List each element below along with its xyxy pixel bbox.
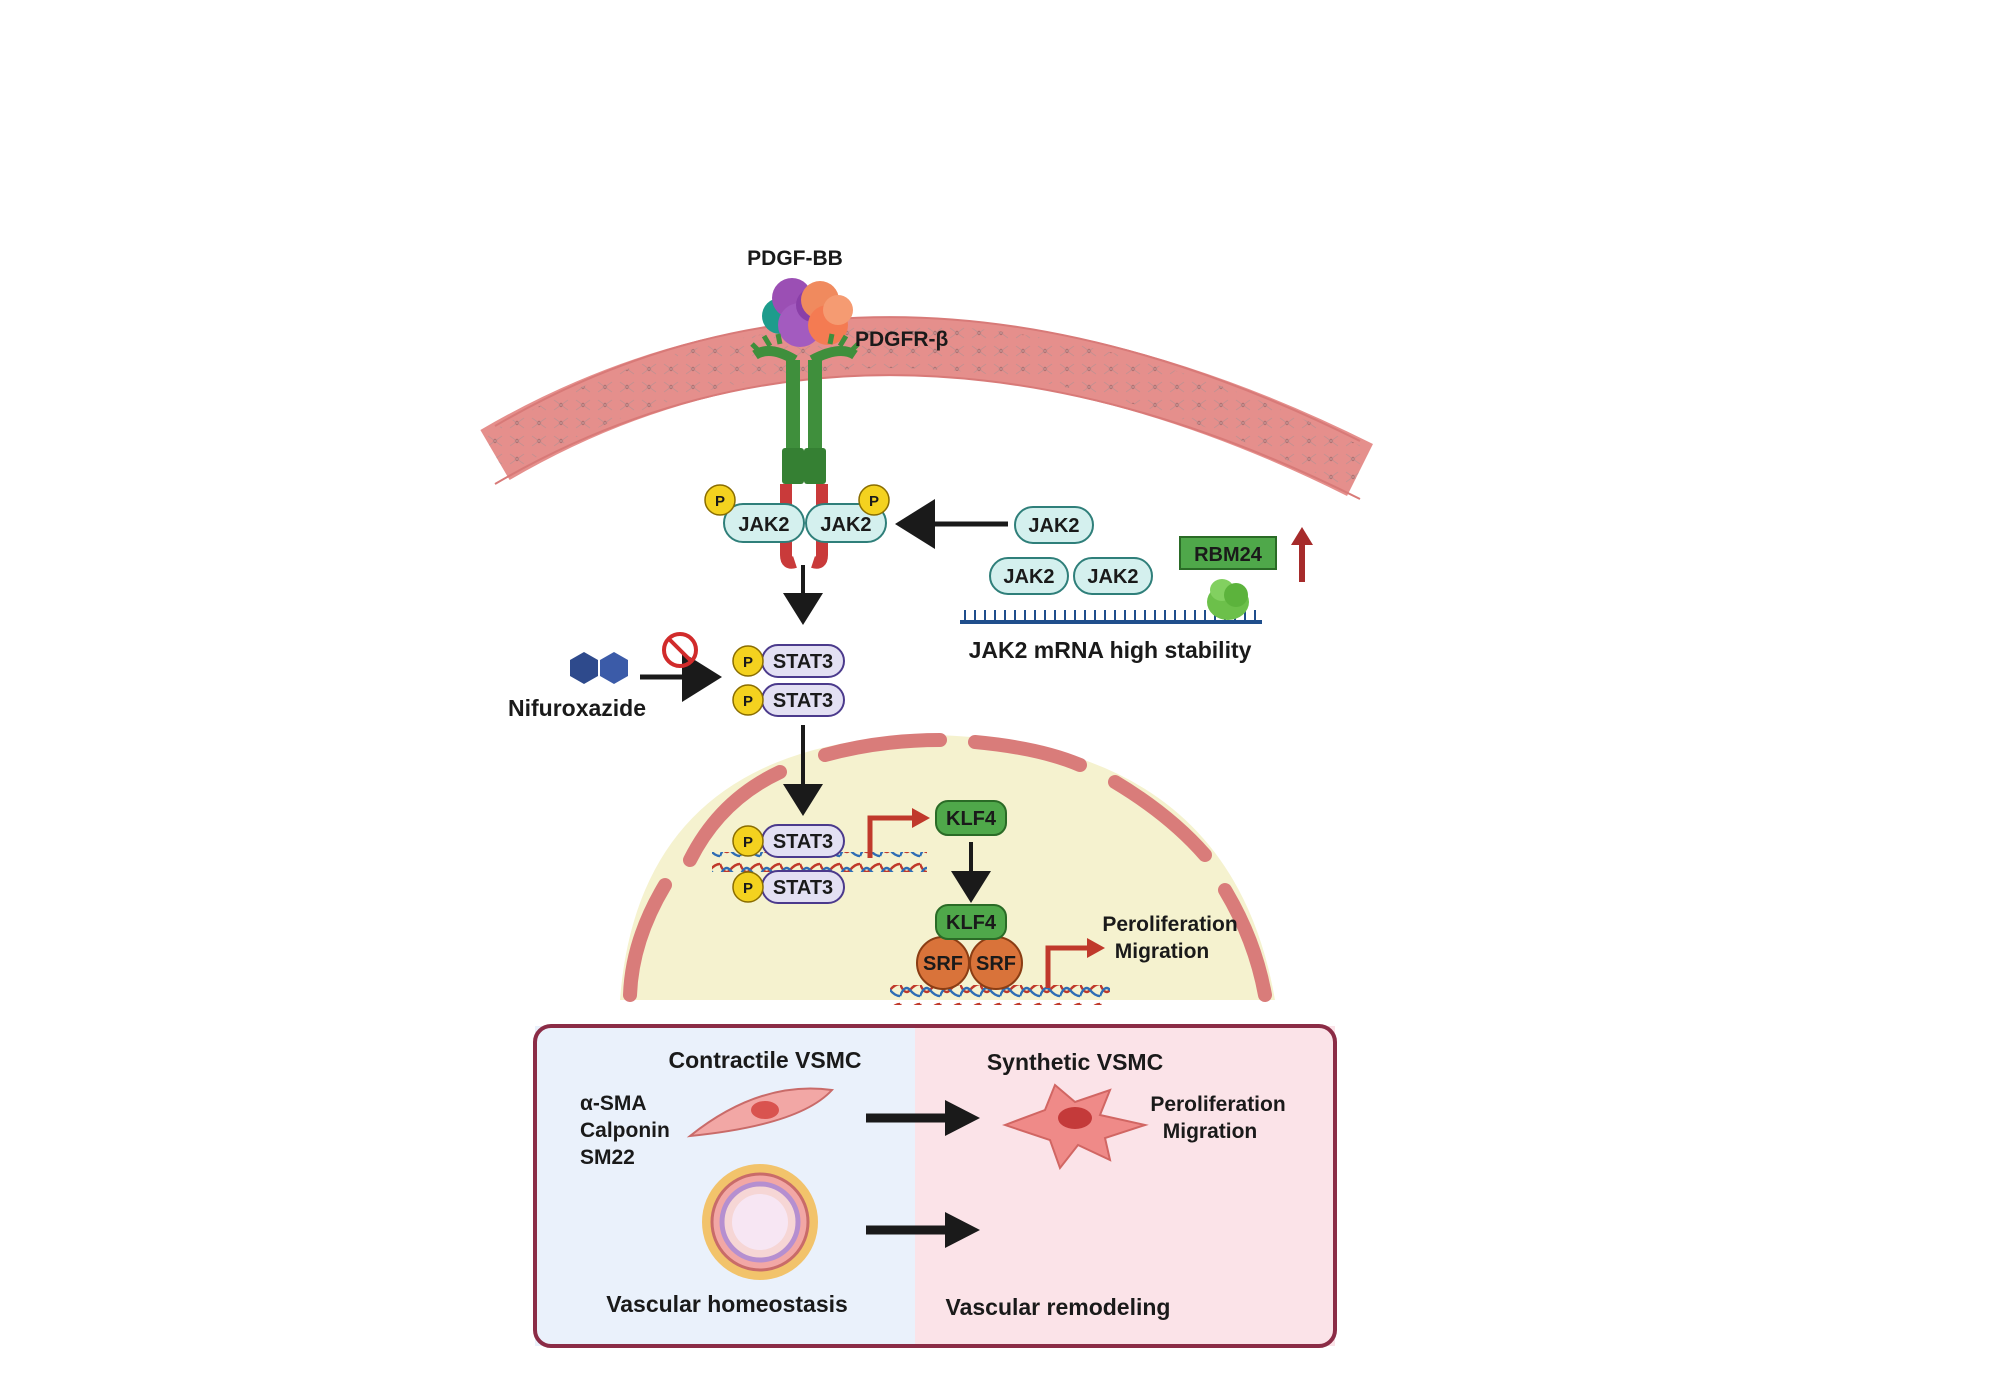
synthetic-title: Synthetic VSMC bbox=[987, 1049, 1163, 1075]
srf-left: SRF bbox=[916, 936, 970, 990]
svg-text:P: P bbox=[743, 693, 753, 710]
homeostasis-caption: Vascular homeostasis bbox=[606, 1291, 848, 1317]
jak2-free-3: JAK2 bbox=[1073, 557, 1153, 595]
svg-text:STAT3: STAT3 bbox=[773, 690, 833, 712]
svg-text:P: P bbox=[743, 654, 753, 671]
synthetic-outcome-line2: Migration bbox=[1163, 1120, 1258, 1143]
svg-text:STAT3: STAT3 bbox=[773, 831, 833, 853]
phospho-stat3-cyto-2: P bbox=[732, 684, 764, 716]
contractile-title: Contractile VSMC bbox=[669, 1047, 862, 1073]
svg-text:KLF4: KLF4 bbox=[946, 808, 997, 830]
pdgf-bb-ligand: PDGF-BB bbox=[747, 247, 853, 347]
rbm24-protein bbox=[1207, 579, 1249, 620]
synthetic-cell-icon bbox=[1002, 1083, 1149, 1171]
nucleus-outcome-line1: Peroliferation bbox=[1102, 913, 1237, 936]
bent-arrow-outcome-icon bbox=[1045, 938, 1105, 988]
nucleus-outcome-line2: Migration bbox=[1115, 940, 1210, 963]
svg-text:KLF4: KLF4 bbox=[946, 912, 997, 934]
vessel-cross-section-icon bbox=[702, 1164, 818, 1280]
svg-text:P: P bbox=[869, 493, 879, 510]
synthetic-outcome-line1: Peroliferation bbox=[1150, 1093, 1285, 1116]
remodeling-caption: Vascular remodeling bbox=[946, 1294, 1171, 1320]
phospho-stat3-nuc-2: P bbox=[732, 871, 764, 903]
mrna-label: JAK2 mRNA high stability bbox=[969, 637, 1252, 663]
svg-text:JAK2: JAK2 bbox=[1028, 515, 1079, 537]
stat3-nuc-2: STAT3 bbox=[761, 870, 845, 904]
svg-text:STAT3: STAT3 bbox=[773, 651, 833, 673]
marker-calponin: Calponin bbox=[580, 1119, 670, 1142]
klf4-product: KLF4 bbox=[935, 800, 1007, 836]
jak2-receptor-left: JAK2 bbox=[723, 503, 805, 543]
svg-text:JAK2: JAK2 bbox=[1087, 566, 1138, 588]
jak2-receptor-right: JAK2 bbox=[805, 503, 887, 543]
svg-text:SRF: SRF bbox=[923, 953, 963, 975]
rbm24-label-box: RBM24 bbox=[1179, 536, 1277, 570]
marker-sm22: SM22 bbox=[580, 1146, 635, 1169]
contractile-cell-icon bbox=[686, 1087, 835, 1138]
phospho-stat3-cyto-1: P bbox=[732, 645, 764, 677]
srf-right: SRF bbox=[969, 936, 1023, 990]
phospho-stat3-nuc-1: P bbox=[732, 825, 764, 857]
stat3-nuc-1: STAT3 bbox=[761, 824, 845, 858]
svg-text:SRF: SRF bbox=[976, 953, 1016, 975]
receptor-label: PDGFR-β bbox=[855, 328, 948, 351]
cell-membrane bbox=[480, 316, 1373, 500]
no-entry-icon bbox=[662, 632, 698, 668]
dna-strand-2 bbox=[890, 985, 1110, 1005]
svg-text:RBM24: RBM24 bbox=[1194, 544, 1263, 566]
phospho-jak2-right: P bbox=[858, 484, 890, 516]
transition-arrow-top bbox=[866, 1100, 980, 1136]
bent-arrow-icon bbox=[867, 808, 930, 858]
ligand-label: PDGF-BB bbox=[747, 247, 843, 270]
stat3-cyto-2: STAT3 bbox=[761, 683, 845, 717]
nifuroxazide-molecule-icon bbox=[570, 652, 628, 684]
dna-strand-1 bbox=[712, 852, 927, 872]
svg-text:JAK2: JAK2 bbox=[738, 514, 789, 536]
svg-text:P: P bbox=[743, 834, 753, 851]
transition-arrow-bottom bbox=[866, 1212, 980, 1248]
up-arrow-icon bbox=[1291, 527, 1313, 582]
jak2-free-1: JAK2 bbox=[1014, 506, 1094, 544]
svg-text:P: P bbox=[715, 493, 725, 510]
svg-text:STAT3: STAT3 bbox=[773, 877, 833, 899]
pdgfr-beta-receptor: PDGFR-β bbox=[750, 328, 948, 569]
jak2-free-2: JAK2 bbox=[989, 557, 1069, 595]
svg-text:JAK2: JAK2 bbox=[1003, 566, 1054, 588]
marker-alpha-sma: α-SMA bbox=[580, 1092, 647, 1115]
stat3-cyto-1: STAT3 bbox=[761, 644, 845, 678]
svg-text:JAK2: JAK2 bbox=[820, 514, 871, 536]
klf4-complex: KLF4 bbox=[935, 904, 1007, 940]
phospho-jak2-left: P bbox=[704, 484, 736, 516]
svg-text:P: P bbox=[743, 880, 753, 897]
drug-label: Nifuroxazide bbox=[508, 695, 646, 721]
